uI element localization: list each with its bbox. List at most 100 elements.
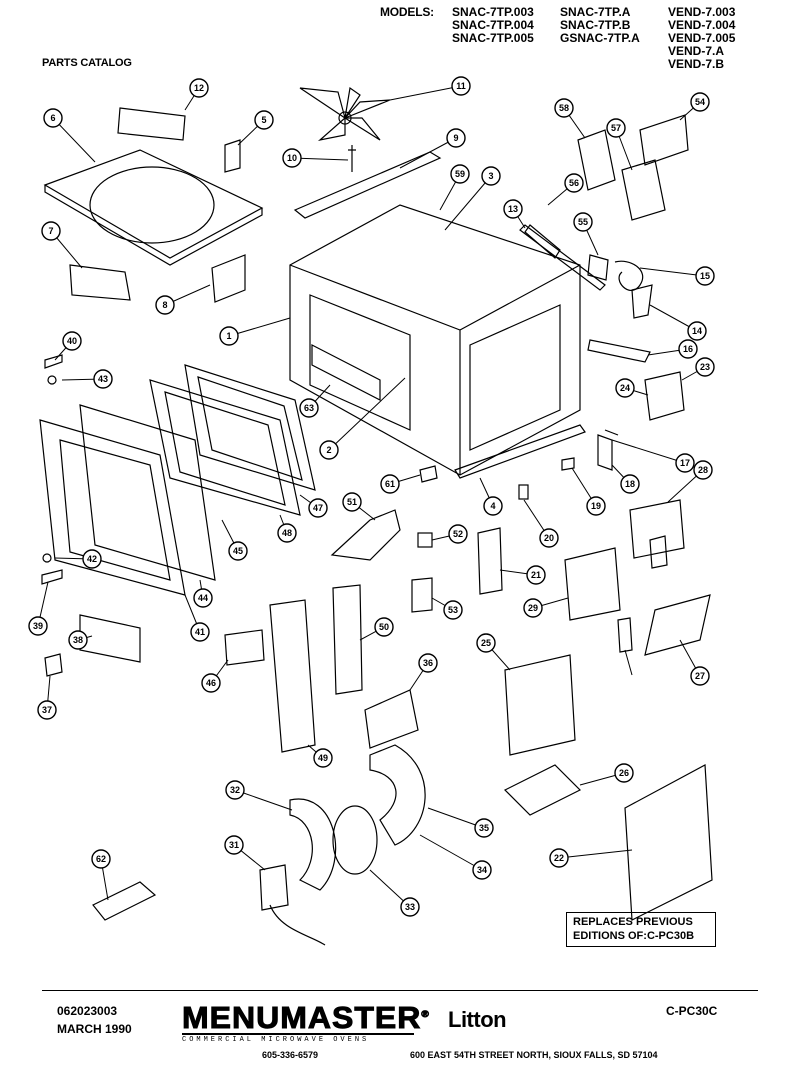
callout-46: 46 — [201, 673, 221, 693]
callout-43: 43 — [93, 369, 113, 389]
model-2-1: SNAC-7TP.A — [560, 5, 631, 19]
callout-37: 37 — [37, 700, 57, 720]
blower-housing-34 — [369, 744, 426, 846]
callout-41: 41 — [190, 622, 210, 642]
model-3-5: VEND-7.B — [668, 57, 725, 71]
callout-circle — [224, 835, 244, 855]
callout-circle — [443, 600, 463, 620]
callout-47: 47 — [308, 498, 328, 518]
callout-circle — [690, 92, 710, 112]
callout-44: 44 — [193, 588, 213, 608]
callout-circle — [450, 164, 470, 184]
model-3-3: VEND-7.005 — [668, 31, 736, 45]
callout-9: 9 — [446, 128, 466, 148]
callout-62: 62 — [91, 849, 111, 869]
model-1-1: SNAC-7TP.003 — [452, 5, 534, 19]
callout-circle — [201, 673, 221, 693]
publish-date: MARCH 1990 — [57, 1022, 132, 1036]
callout-circle — [446, 128, 466, 148]
callout-45: 45 — [228, 541, 248, 561]
cover-58 — [577, 129, 616, 191]
stirrer-rail — [293, 151, 442, 219]
bracket-8 — [211, 254, 246, 303]
address: 600 EAST 54TH STREET NORTH, SIOUX FALLS,… — [410, 1050, 658, 1060]
callout-circle — [695, 266, 715, 286]
catalog-code: C-PC30C — [666, 1004, 718, 1018]
callout-34: 34 — [472, 860, 492, 880]
callout-circle — [483, 496, 503, 516]
callout-circle — [68, 630, 88, 650]
callout-label: 10 — [287, 153, 297, 163]
model-1-2: SNAC-7TP.004 — [452, 18, 534, 32]
menumaster-logo: MENUMASTER® COMMERCIAL MICROWAVE OVENS — [181, 1000, 430, 1044]
duct — [69, 264, 131, 301]
brand-name: MENUMASTER — [181, 1000, 422, 1035]
callout-circle — [190, 622, 210, 642]
hinge-39 — [41, 569, 63, 585]
callout-29: 29 — [523, 598, 543, 618]
callout-circle — [189, 78, 209, 98]
callout-circle — [374, 617, 394, 637]
callout-circle — [380, 474, 400, 494]
callout-circle — [93, 369, 113, 389]
callout-17: 17 — [675, 453, 695, 473]
callout-label: 50 — [379, 622, 389, 632]
callout-label: 23 — [700, 362, 710, 372]
callout-label: 35 — [479, 823, 489, 833]
back-panel-22 — [624, 764, 713, 921]
callout-circle — [503, 199, 523, 219]
callout-circle — [693, 460, 713, 480]
callout-32: 32 — [225, 780, 245, 800]
callout-25: 25 — [476, 633, 496, 653]
cabinet — [289, 204, 581, 476]
callout-circle — [614, 763, 634, 783]
footer-rule — [42, 990, 758, 991]
callout-circle — [299, 398, 319, 418]
callout-label: 28 — [698, 465, 708, 475]
callout-53: 53 — [443, 600, 463, 620]
callout-13: 13 — [503, 199, 523, 219]
replaces-notice: REPLACES PREVIOUS EDITIONS OF:C-PC30B — [566, 912, 716, 947]
callout-label: 24 — [620, 383, 630, 393]
callout-circle — [277, 523, 297, 543]
callout-circle — [62, 331, 82, 351]
door-gasket-outer — [149, 379, 301, 516]
callout-label: 47 — [313, 503, 323, 513]
callout-42: 42 — [82, 549, 102, 569]
callout-16: 16 — [678, 339, 698, 359]
callout-label: 8 — [162, 300, 167, 310]
transformer-25 — [504, 654, 576, 756]
callout-circle — [313, 748, 333, 768]
callout-circle — [155, 295, 175, 315]
strip-27 — [644, 594, 711, 656]
callout-33: 33 — [400, 897, 420, 917]
callout-circle — [400, 897, 420, 917]
callout-label: 27 — [695, 671, 705, 681]
model-3-1: VEND-7.003 — [668, 5, 736, 19]
callout-label: 26 — [619, 768, 629, 778]
callout-3: 3 — [481, 166, 501, 186]
channel-13 — [519, 224, 606, 291]
callout-52: 52 — [448, 524, 468, 544]
callout-circle — [41, 221, 61, 241]
callout-label: 42 — [87, 554, 97, 564]
callout-label: 3 — [488, 171, 493, 181]
callout-label: 13 — [508, 204, 518, 214]
callout-circle — [695, 357, 715, 377]
callout-label: 19 — [591, 501, 601, 511]
callout-label: 2 — [326, 445, 331, 455]
callout-27: 27 — [690, 666, 710, 686]
callout-circle — [586, 496, 606, 516]
callout-circle — [678, 339, 698, 359]
keypad-50 — [332, 584, 363, 695]
bracket-30 — [617, 617, 633, 653]
callout-label: 53 — [448, 605, 458, 615]
callout-label: 7 — [48, 226, 53, 236]
models-label: MODELS: — [380, 5, 434, 19]
callout-label: 22 — [554, 853, 564, 863]
callout-circle — [523, 598, 543, 618]
callout-label: 40 — [67, 336, 77, 346]
callout-21: 21 — [526, 565, 546, 585]
